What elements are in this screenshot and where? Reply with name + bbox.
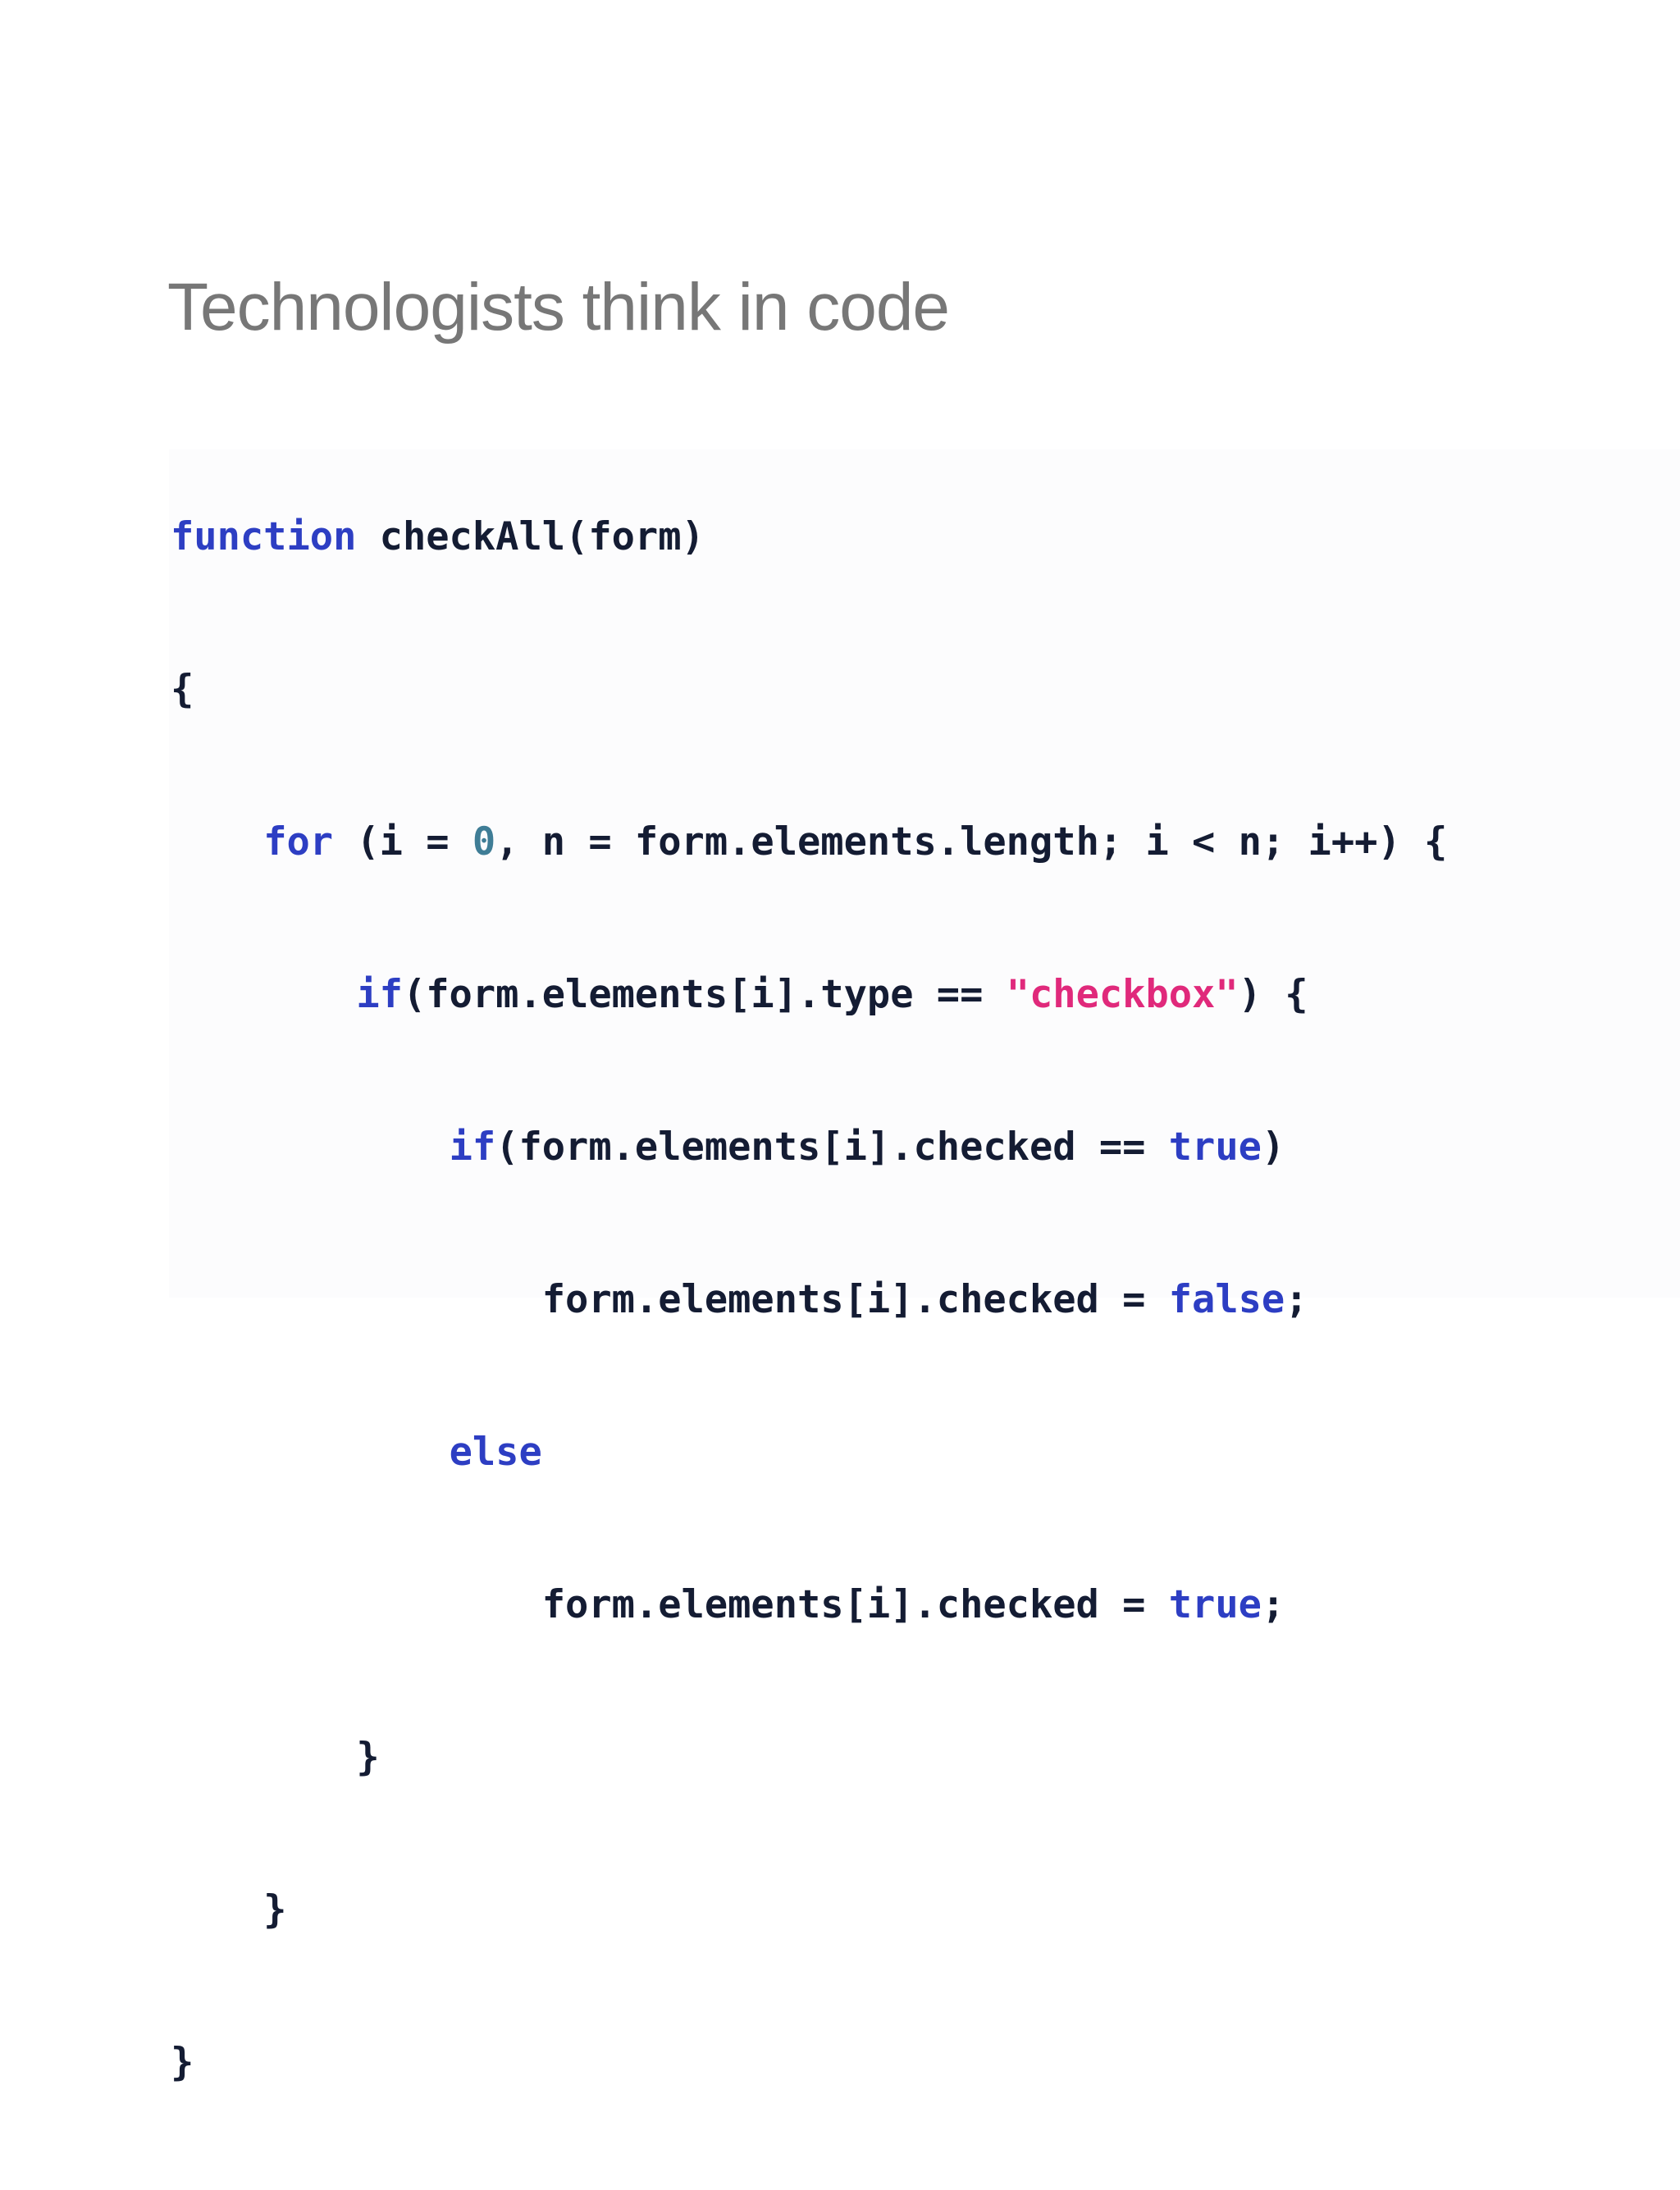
code-line: } — [171, 1732, 1447, 1783]
code-text: (i = — [333, 819, 472, 865]
code-line: if(form.elements[i].type == "checkbox") … — [171, 970, 1447, 1020]
code-line: for (i = 0, n = form.elements.length; i … — [171, 817, 1447, 868]
code-text: , n = form.elements.length; i < n; i++) … — [495, 819, 1448, 865]
code-text: } — [171, 1887, 287, 1932]
code-text: ; — [1261, 1582, 1285, 1627]
slide-title: Technologists think in code — [167, 270, 950, 344]
code-line: else — [171, 1427, 1447, 1478]
code-string: "checkbox" — [1006, 972, 1239, 1017]
code-keyword: if — [449, 1125, 496, 1170]
code-text — [171, 819, 263, 865]
code-keyword: else — [449, 1430, 542, 1475]
code-text: { — [171, 667, 194, 712]
code-text: ) — [1261, 1125, 1285, 1170]
code-keyword: if — [356, 972, 403, 1017]
code-text: ; — [1285, 1277, 1308, 1322]
code-text — [171, 1430, 450, 1475]
code-line: } — [171, 1885, 1447, 1936]
code-text: } — [171, 1735, 380, 1780]
code-number: 0 — [472, 819, 496, 865]
code-line: form.elements[i].checked = true; — [171, 1580, 1447, 1631]
code-text: checkAll(form) — [356, 514, 705, 559]
code-line: function checkAll(form) — [171, 512, 1447, 563]
code-line: form.elements[i].checked = false; — [171, 1275, 1447, 1325]
slide: Technologists think in code function che… — [167, 270, 1680, 2085]
code-text — [171, 972, 356, 1017]
code-block: function checkAll(form) { for (i = 0, n … — [171, 410, 1447, 2190]
code-line: { — [171, 664, 1447, 715]
code-text: (form.elements[i].type == — [402, 972, 1007, 1017]
code-keyword: true — [1168, 1125, 1262, 1170]
code-keyword: true — [1168, 1582, 1262, 1627]
code-text: form.elements[i].checked = — [171, 1582, 1169, 1627]
code-line: if(form.elements[i].checked == true) — [171, 1122, 1447, 1173]
code-text: form.elements[i].checked = — [171, 1277, 1169, 1322]
code-line: } — [171, 2037, 1447, 2088]
code-text — [171, 1125, 450, 1170]
code-keyword: function — [171, 514, 357, 559]
code-text: } — [171, 2040, 194, 2085]
code-keyword: false — [1168, 1277, 1285, 1322]
code-text: (form.elements[i].checked == — [495, 1125, 1169, 1170]
code-text: ) { — [1238, 972, 1308, 1017]
code-screenshot-background — [169, 449, 1680, 1298]
code-keyword: for — [263, 819, 334, 865]
